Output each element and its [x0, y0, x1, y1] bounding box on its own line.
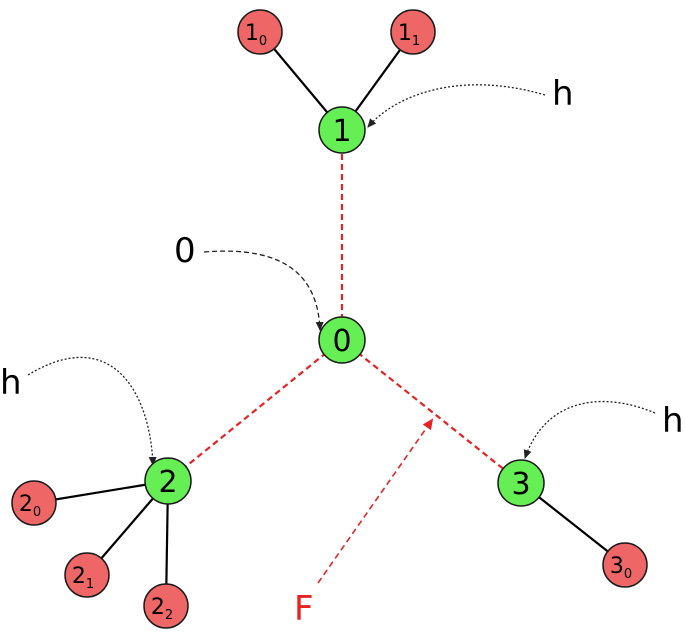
node-3: 3	[497, 459, 545, 507]
leaf-2-0: 20	[11, 480, 57, 526]
node-0-circle	[318, 316, 366, 364]
node-0: 0	[318, 316, 366, 364]
leaf-2-1: 21	[64, 552, 110, 598]
annotation-h-top: h	[552, 74, 574, 114]
leaf-2-1-circle	[64, 552, 110, 598]
leaf-1-0-circle	[237, 9, 283, 55]
arrow-zero	[203, 250, 324, 331]
annotation-h-left: h	[0, 363, 22, 403]
leaf-1-0-label: 10	[245, 21, 267, 49]
edge-0-to-3	[341, 339, 522, 484]
node-1-label: 1	[332, 114, 351, 149]
leaf-1-1-circle	[390, 9, 436, 55]
leaf-2-1-label: 21	[72, 564, 94, 592]
annotation-zero: 0	[174, 231, 196, 271]
node-2-circle	[144, 457, 192, 505]
annotation-f: F	[294, 589, 314, 629]
leaf-2-2-label: 22	[151, 595, 173, 623]
leaf-1-1-label: 11	[398, 21, 420, 49]
node-1-circle	[318, 106, 366, 154]
leaf-3-0-circle	[602, 542, 648, 588]
node-0-label: 0	[332, 324, 351, 359]
node-1: 1	[318, 106, 366, 154]
leaf-1-0: 10	[237, 9, 283, 55]
leaf-2-2-circle	[143, 583, 189, 629]
arrow-h-top	[367, 84, 546, 128]
node-3-circle	[497, 459, 545, 507]
annotation-h-right: h	[662, 401, 684, 441]
leaf-3-0: 30	[602, 542, 648, 588]
leaf-3-0-label: 30	[610, 554, 632, 582]
leaf-2-2: 22	[143, 583, 189, 629]
arrow-h-left	[27, 356, 157, 466]
leaf-1-1: 11	[390, 9, 436, 55]
leaf-2-0-label: 20	[19, 492, 41, 520]
node-3-label: 3	[511, 467, 530, 502]
edge-0-to-2	[167, 339, 343, 482]
leaf-2-0-circle	[11, 480, 57, 526]
node-2-label: 2	[158, 465, 177, 500]
arrow-f	[317, 418, 434, 584]
node-2: 2	[144, 457, 192, 505]
arrow-h-right	[523, 401, 656, 459]
